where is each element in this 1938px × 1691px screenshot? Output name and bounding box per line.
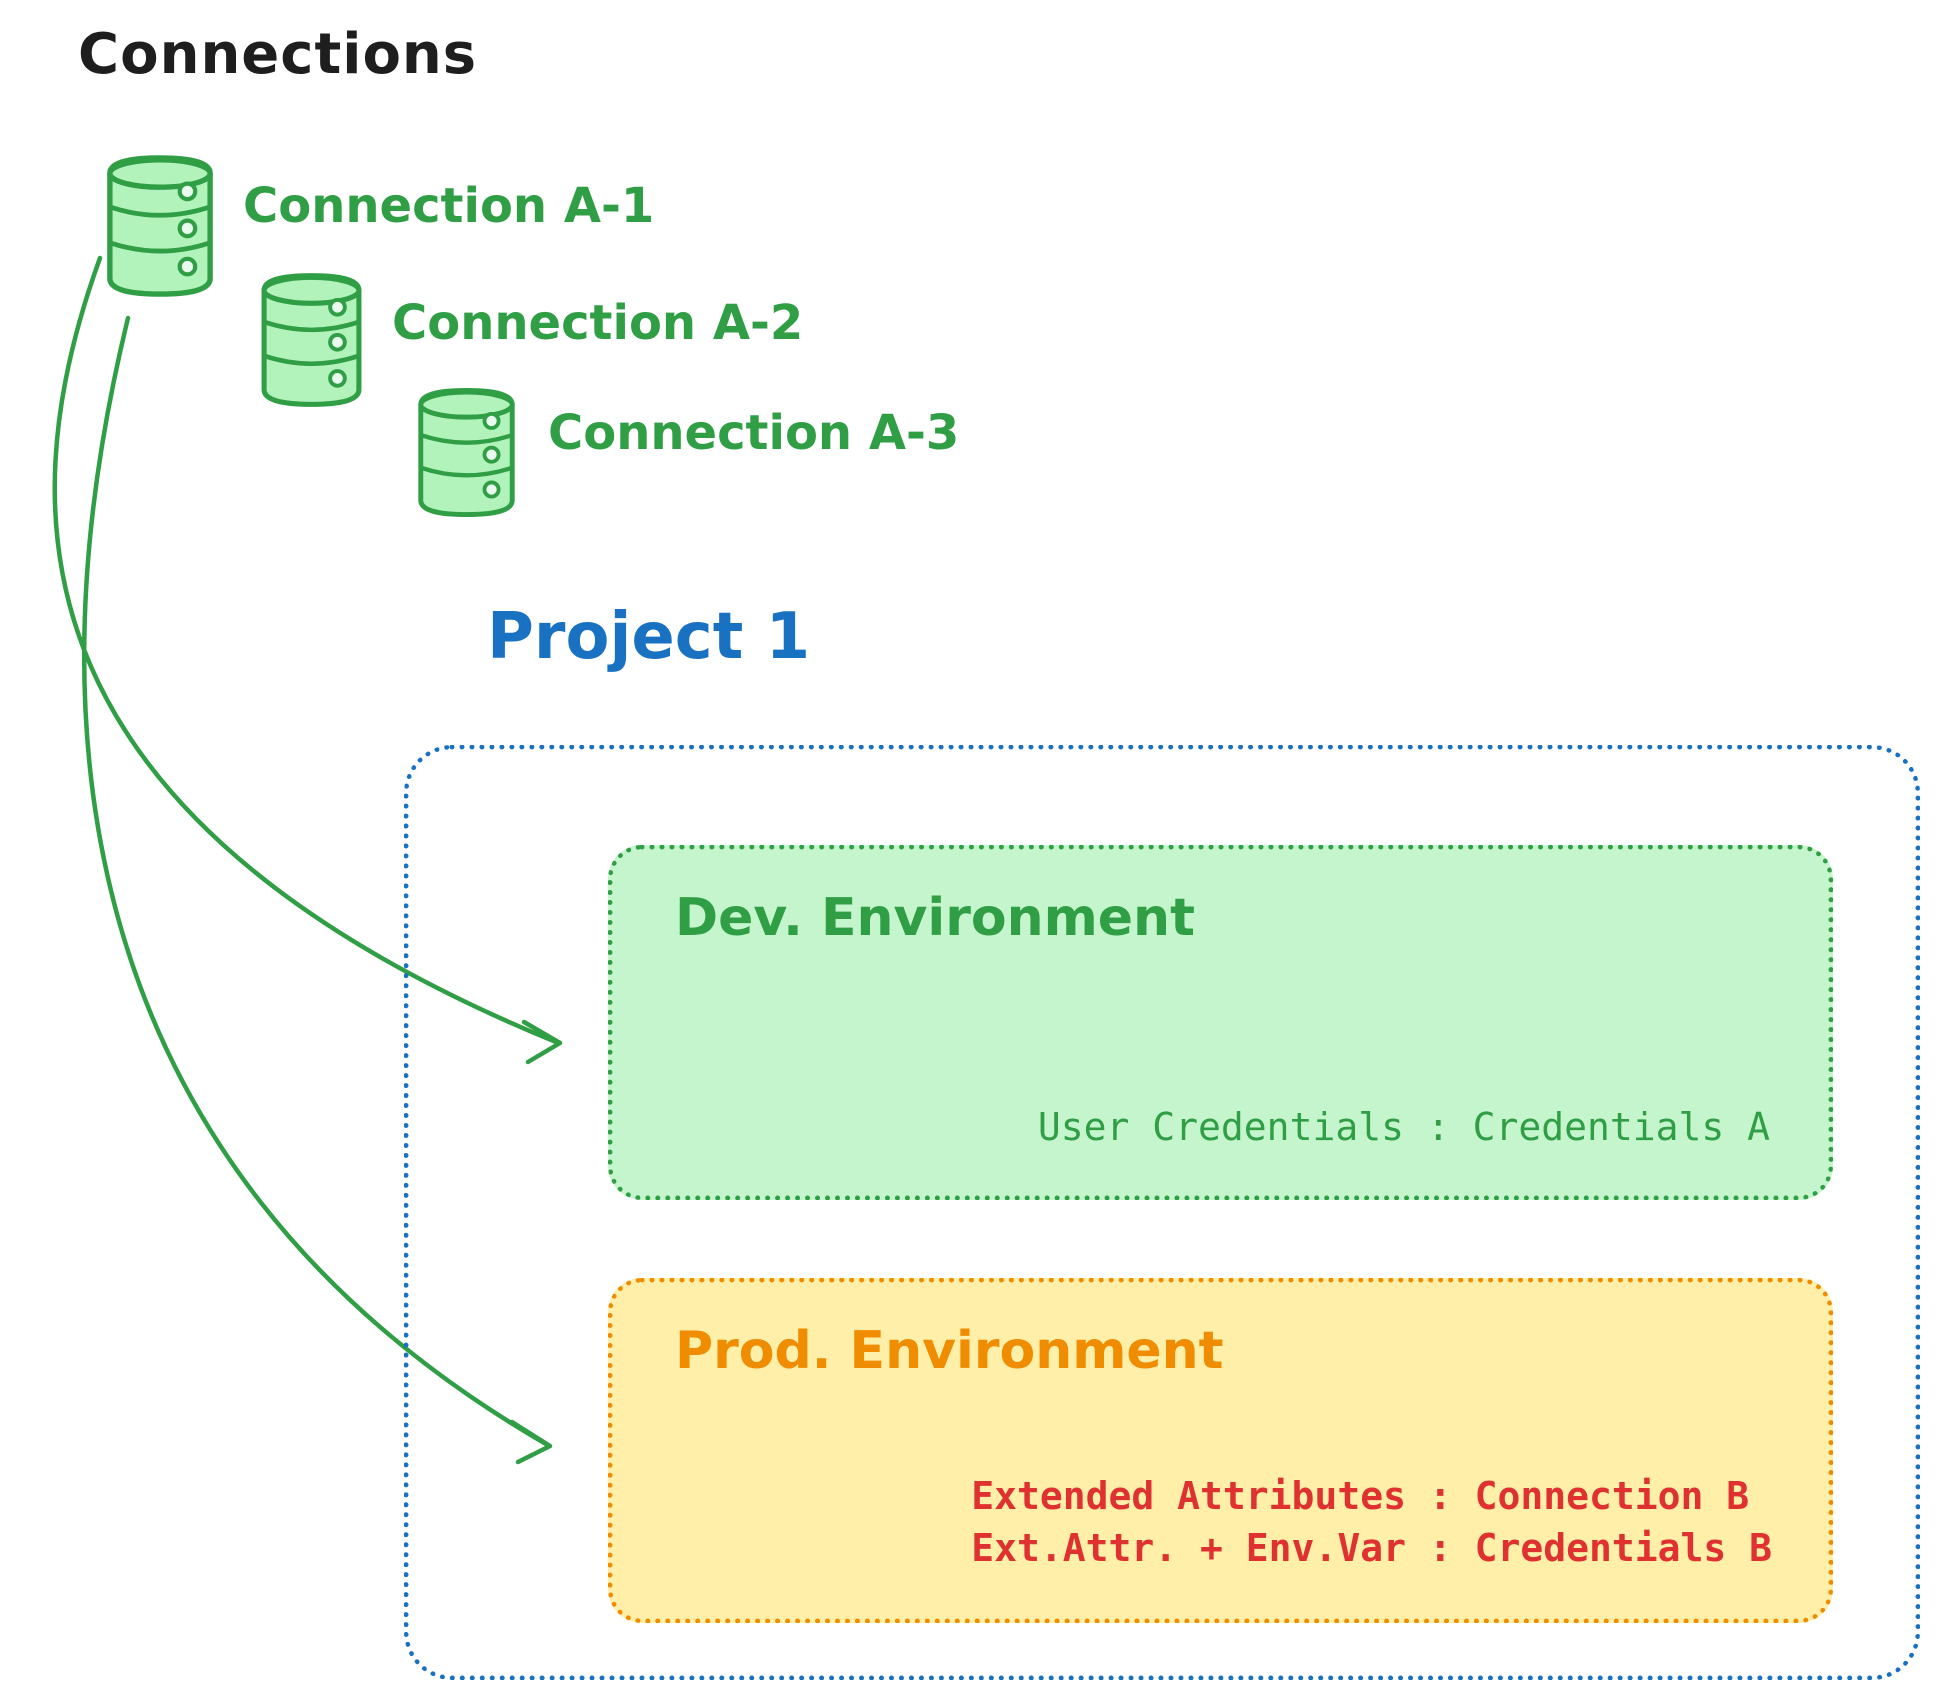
dev-environment-title: Dev. Environment [675, 888, 1195, 948]
prod-environment-title: Prod. Environment [675, 1321, 1224, 1381]
database-icon [107, 155, 213, 297]
prod-extended-attributes-line: Extended Attributes : Connection B [971, 1474, 1750, 1519]
diagram-title: Connections [78, 22, 478, 87]
dev-credentials-text: User Credentials : Credentials A [1037, 1105, 1770, 1149]
connection-a1-label: Connection A-1 [243, 178, 655, 234]
prod-environment-box: Prod. Environment Extended Attributes : … [608, 1278, 1833, 1623]
prod-ext-attr-env-var-line: Ext.Attr. + Env.Var : Credentials B [971, 1525, 1772, 1570]
database-icon [418, 387, 515, 518]
dev-environment-box: Dev. Environment User Credentials : Cred… [608, 845, 1833, 1200]
prod-credentials-text: Extended Attributes : Connection B Ext.A… [971, 1471, 1772, 1574]
connection-a2-label: Connection A-2 [392, 295, 804, 351]
connection-a3-label: Connection A-3 [548, 405, 960, 461]
project-title: Project 1 [487, 600, 811, 674]
database-icon [261, 273, 362, 407]
project-1-container [404, 745, 1920, 1680]
